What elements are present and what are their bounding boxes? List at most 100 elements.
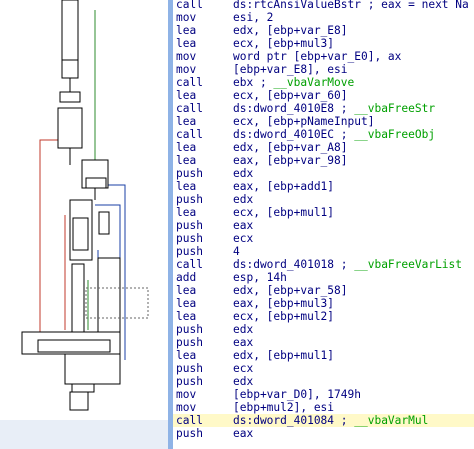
instruction-operands: word ptr [ebp+var_E0], ax	[233, 50, 401, 63]
instruction-operands: ds:dword_401018 ; __vbaFreeVarList	[233, 258, 462, 271]
operand-text: edx	[233, 193, 254, 206]
listing-row[interactable]: push eax	[173, 336, 474, 349]
operand-text: word ptr [ebp+var_E0], ax	[233, 50, 402, 63]
operand-text: ds:dword_4010E8 ;	[233, 102, 355, 115]
instruction-mnemonic: push	[176, 427, 203, 440]
listing-row[interactable]: push 4	[173, 245, 474, 258]
graph-node[interactable]	[61, 59, 79, 79]
instruction-operands: eax	[233, 336, 253, 349]
graph-node[interactable]	[71, 383, 95, 393]
graph-node[interactable]	[71, 263, 85, 333]
instruction-mnemonic: lea	[176, 180, 197, 193]
instruction-operands: eax, [ebp+var_98]	[233, 154, 348, 167]
graph-node[interactable]	[64, 353, 121, 385]
listing-row[interactable]: push edx	[173, 167, 474, 180]
instruction-operands: eax	[233, 427, 253, 440]
instruction-mnemonic: lea	[176, 24, 197, 37]
operand-text: ebx ;	[233, 76, 274, 89]
listing-row[interactable]: mov[ebp+mul2], esi	[173, 401, 474, 414]
instruction-comment: __vbaFreeObj	[354, 128, 436, 141]
instruction-operands: ds:dword_401084 ; __vbaVarMul	[233, 414, 428, 427]
instruction-mnemonic: push	[176, 167, 203, 180]
instruction-mnemonic: mov	[176, 11, 197, 24]
graph-overview-pane[interactable]	[0, 0, 169, 420]
instruction-comment: __vbaFreeVarList	[354, 258, 463, 271]
instruction-operands: [ebp+var_E8], esi	[233, 63, 348, 76]
instruction-operands: ecx	[233, 362, 253, 375]
operand-text: ecx, [ebp+mul1]	[233, 206, 335, 219]
operand-text: ecx, [ebp+mul2]	[233, 310, 335, 323]
listing-row[interactable]: push eax	[173, 427, 474, 440]
listing-row[interactable]: mov [ebp+var_E8], esi	[173, 63, 474, 76]
instruction-mnemonic: mov	[176, 63, 197, 76]
graph-node[interactable]	[97, 257, 121, 339]
listing-row[interactable]: push edx	[173, 375, 474, 388]
graph-node[interactable]	[69, 391, 89, 411]
graph-node[interactable]	[37, 339, 111, 353]
graph-viewport-indicator[interactable]	[85, 287, 149, 319]
graph-node[interactable]	[85, 177, 107, 189]
listing-row[interactable]: mov[ebp+var_D0], 1749h	[173, 388, 474, 401]
instruction-mnemonic: lea	[176, 37, 197, 50]
instruction-mnemonic: push	[176, 219, 203, 232]
instruction-mnemonic: add	[176, 271, 197, 284]
operand-text: eax	[233, 427, 254, 440]
graph-node[interactable]	[98, 211, 110, 235]
instruction-mnemonic: push	[176, 375, 203, 388]
operand-text: eax, [ebp+var_98]	[233, 154, 348, 167]
instruction-mnemonic: push	[176, 193, 203, 206]
listing-row[interactable]: lea edx, [ebp+var_A8]	[173, 141, 474, 154]
listing-row[interactable]: lea ecx, [ebp+mul3]	[173, 37, 474, 50]
instruction-mnemonic: lea	[176, 141, 197, 154]
instruction-mnemonic: call	[176, 76, 203, 89]
graph-node[interactable]	[72, 217, 89, 251]
instruction-mnemonic: call	[176, 128, 203, 141]
pane-splitter[interactable]	[168, 0, 173, 449]
operand-text: [ebp+var_E8], esi	[233, 63, 348, 76]
operand-text: edx, [ebp+var_A8]	[233, 141, 348, 154]
instruction-operands: ecx	[233, 232, 253, 245]
operand-text: ecx	[233, 232, 254, 245]
graph-node[interactable]	[59, 91, 81, 103]
graph-node[interactable]	[57, 107, 83, 149]
operand-text: ecx	[233, 362, 254, 375]
operand-text: eax	[233, 336, 254, 349]
instruction-mnemonic: lea	[176, 89, 197, 102]
instruction-operands: 4	[233, 245, 240, 258]
operand-text: edx	[233, 167, 254, 180]
instruction-mnemonic: push	[176, 336, 203, 349]
instruction-operands: edx	[233, 193, 253, 206]
listing-row[interactable]: push edx	[173, 193, 474, 206]
instruction-operands: edx	[233, 375, 253, 388]
instruction-operands: ecx, [ebp+mul3]	[233, 37, 334, 50]
instruction-operands: esp, 14h	[233, 271, 287, 284]
listing-row[interactable]: add esp, 14h	[173, 271, 474, 284]
instruction-mnemonic: push	[176, 245, 203, 258]
instruction-mnemonic: lea	[176, 349, 197, 362]
operand-text: eax, [ebp+mul3]	[233, 297, 335, 310]
graph-node[interactable]	[61, 0, 79, 61]
